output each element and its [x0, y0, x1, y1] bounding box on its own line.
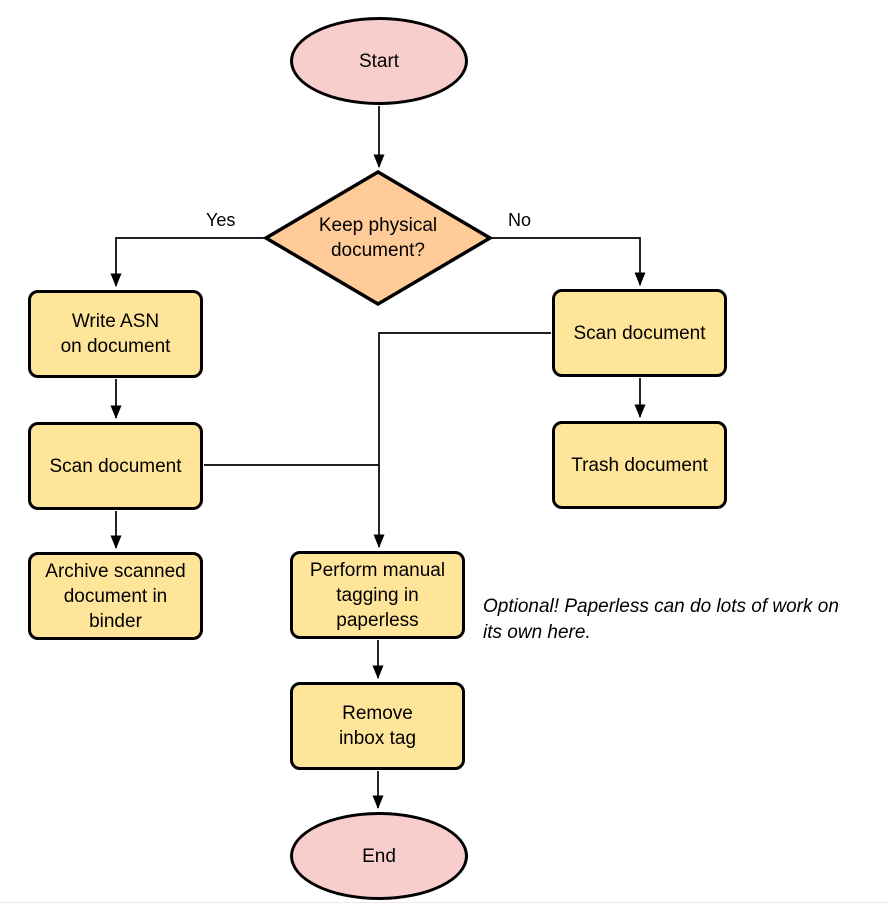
node-end: End — [290, 812, 468, 900]
node-start: Start — [290, 17, 468, 105]
node-end-label: End — [362, 845, 396, 867]
node-manual-tagging: Perform manual tagging in paperless — [290, 551, 465, 639]
bottom-divider — [0, 902, 888, 903]
edge-decision-to-write-asn — [110, 237, 265, 287]
node-manual-tagging-label: Perform manual tagging in paperless — [309, 559, 446, 631]
node-scan-document-right: Scan document — [552, 289, 727, 377]
node-scan-document-right-label: Scan document — [573, 322, 706, 344]
edge-scan-right-to-tagging — [373, 332, 551, 548]
node-write-asn-label: Write ASN on document — [60, 311, 171, 357]
node-remove-inbox-tag-label: Remove inbox tag — [338, 703, 417, 749]
node-decision-label: Keep physical document? — [318, 215, 438, 261]
annotation-optional-paperless: Optional! Paperless can do lots of work … — [483, 596, 839, 643]
node-archive-binder: Archive scanned document in binder — [28, 552, 203, 640]
edge-label-no: No — [508, 210, 532, 230]
decision-diamond-shape — [263, 170, 493, 306]
node-archive-binder-label: Archive scanned document in binder — [45, 560, 186, 632]
node-remove-inbox-tag: Remove inbox tag — [290, 682, 465, 770]
node-scan-document-left: Scan document — [28, 422, 203, 510]
decision-diamond-polygon — [263, 170, 493, 306]
edge-label-yes: Yes — [206, 210, 236, 230]
node-scan-document-left-label: Scan document — [49, 455, 182, 477]
node-trash-document-label: Trash document — [571, 454, 708, 476]
node-decision: Keep physical document? — [263, 170, 493, 306]
node-start-label: Start — [358, 50, 400, 72]
node-trash-document: Trash document — [552, 421, 727, 509]
node-write-asn: Write ASN on document — [28, 290, 203, 378]
edge-decision-to-scan-right — [491, 237, 646, 286]
